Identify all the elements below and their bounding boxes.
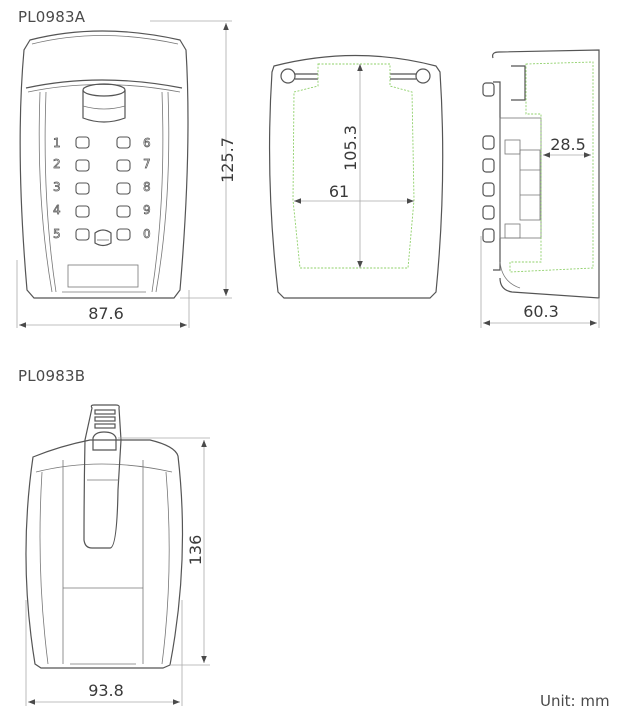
key-button-1 (75, 136, 90, 149)
key-button-2 (75, 159, 90, 172)
key-button-5 (75, 228, 90, 241)
model-a-front-dimensions: 125.7 87.6 (16, 20, 237, 328)
model-b-label: PL0983B (18, 367, 86, 385)
model-b-front-view (25, 404, 184, 669)
clear-button-icon (94, 229, 112, 247)
model-a-back-dimensions: 105.3 61 (294, 64, 414, 268)
model-a-depth-dim: 60.3 (523, 302, 559, 321)
keypad: 1 2 3 4 5 6 7 8 9 0 (53, 136, 151, 247)
key-label-4: 4 (53, 203, 61, 217)
key-label-1: 1 (53, 136, 61, 150)
key-label-7: 7 (143, 157, 151, 171)
model-a-side-dimensions: 28.5 60.3 (480, 135, 600, 328)
model-a-width-dim: 87.6 (88, 304, 124, 323)
key-button-3 (75, 182, 90, 195)
model-a-side-view (482, 49, 600, 299)
model-b-front-dimensions: 136 93.8 (25, 437, 210, 706)
model-a-inner-width-dim: 61 (329, 182, 349, 201)
key-label-3: 3 (53, 180, 61, 194)
key-label-2: 2 (53, 157, 61, 171)
key-button-0 (116, 228, 131, 241)
unit-label: Unit: mm (540, 692, 610, 710)
mount-keyhole-left-icon (280, 68, 318, 84)
key-button-8 (116, 182, 131, 195)
model-b-width-dim: 93.8 (88, 681, 124, 700)
key-button-7 (116, 159, 131, 172)
model-a-front-view: 1 2 3 4 5 6 7 8 9 0 (19, 30, 189, 299)
model-a-back-view (268, 54, 444, 299)
model-a-inner-depth-dim: 28.5 (550, 135, 586, 154)
model-a-label: PL0983A (18, 8, 86, 26)
key-label-9: 9 (143, 203, 151, 217)
model-a-inner-height-dim: 105.3 (341, 125, 360, 171)
key-button-4 (75, 205, 90, 218)
knob-icon (82, 83, 126, 123)
belt-clip-icon (83, 404, 122, 549)
model-b-height-dim: 136 (186, 535, 205, 566)
key-label-5: 5 (53, 227, 61, 241)
key-button-6 (116, 136, 131, 149)
key-label-6: 6 (143, 136, 151, 150)
mount-keyhole-right-icon (390, 68, 431, 84)
model-a-height-dim: 125.7 (218, 137, 237, 183)
key-label-0: 0 (143, 227, 151, 241)
key-button-9 (116, 205, 131, 218)
key-label-8: 8 (143, 180, 151, 194)
